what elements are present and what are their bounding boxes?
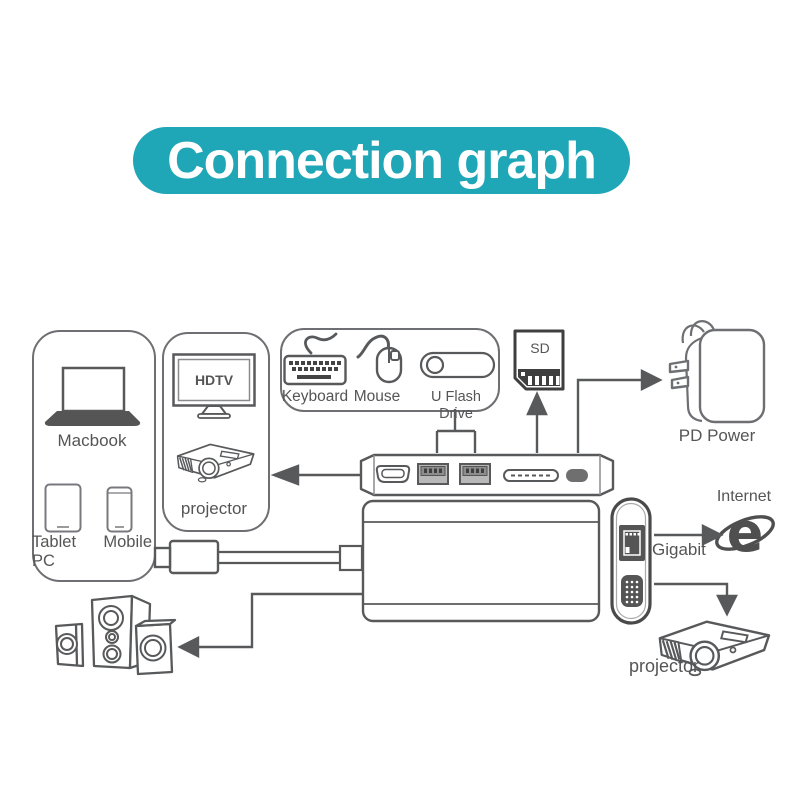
tablet-pc-label: Tablet PC: [32, 533, 77, 570]
laptop-icon: [44, 366, 141, 426]
internet-logo-letter: e: [727, 504, 764, 562]
gigabit-label: Gigabit: [652, 540, 706, 559]
arrow-gigabit-to-internet: [654, 524, 724, 546]
usb-c-cable: [153, 539, 364, 575]
pd-power-adapter-icon: [668, 320, 766, 424]
mouse-label: Mouse: [353, 388, 401, 405]
mouse-icon: [356, 334, 403, 384]
sd-card-icon: SD: [513, 329, 565, 391]
connector-hub-to-pd-power: [576, 369, 663, 453]
connector-hub-to-speakers: [177, 592, 362, 658]
ethernet-port: [619, 525, 645, 561]
mobile-label: Mobile: [103, 533, 152, 551]
hdtv-label: HDTV: [195, 372, 234, 388]
usb-a-port-1: [417, 463, 449, 485]
hub-end-cap: [610, 497, 652, 625]
mobile-labels-row: Tablet PC Mobile: [32, 533, 152, 571]
speakers-icon: [54, 594, 177, 676]
tablet-icon: [44, 483, 82, 533]
internet-label: Internet: [716, 488, 772, 505]
projector-left-label: projector: [180, 499, 248, 518]
arrow-hub-to-display: [270, 464, 362, 486]
sd-card-label: SD: [530, 340, 549, 356]
connector-peripherals-to-hub: [435, 409, 477, 453]
arrow-hub-to-sd: [526, 391, 548, 453]
hub-port-panel: [359, 453, 615, 497]
page-title: Connection graph: [167, 131, 597, 190]
keyboard-label: Keyboard: [281, 388, 349, 405]
usb-c-port: [566, 469, 588, 482]
usb-c-plug-tip: [153, 546, 172, 569]
hdmi-port: [375, 465, 411, 483]
macbook-label: Macbook: [57, 431, 127, 450]
connector-vga-to-projector: [654, 582, 738, 617]
projector-right-label: projector: [628, 656, 700, 676]
vga-port: [621, 575, 643, 607]
pd-power-label: PD Power: [678, 426, 756, 445]
phone-icon: [106, 486, 133, 533]
sd-card-slot: [503, 469, 559, 482]
title-banner: Connection graph: [133, 127, 630, 194]
hdtv-icon: HDTV: [172, 353, 256, 419]
internet-explorer-icon: e: [715, 504, 775, 562]
usb-a-port-2: [459, 463, 491, 485]
keyboard-icon: [283, 332, 347, 386]
usb-flash-drive-icon: [419, 351, 496, 379]
